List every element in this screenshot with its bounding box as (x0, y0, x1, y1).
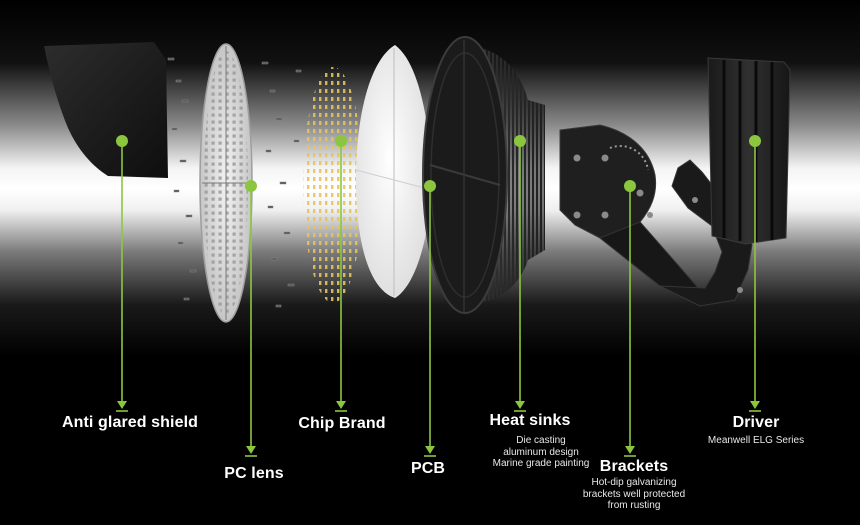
label-pc-lens: PC lens (224, 465, 284, 482)
callout-lines (116, 135, 761, 457)
driver-part (707, 57, 791, 245)
label-anti-glared-shield: Anti glared shield (61, 414, 199, 431)
pcb-part (355, 45, 433, 298)
label-pcb: PCB (410, 460, 446, 477)
pc-lens-part (199, 43, 253, 323)
callout-heat-sinks (514, 135, 526, 412)
label-heat-sinks: Heat sinks (489, 412, 571, 429)
driver-description: Meanwell ELG Series (708, 435, 804, 447)
brackets-line-2: brackets well protected (582, 488, 686, 500)
brackets-part (559, 124, 753, 307)
driver-line-1: Meanwell ELG Series (707, 435, 805, 446)
callout-driver (749, 135, 761, 412)
brackets-line-3: from rusting (607, 500, 661, 511)
heat-sinks-line-3: Marine grade painting (492, 458, 590, 469)
callout-pc-lens (245, 180, 257, 457)
callout-pcb (424, 180, 436, 457)
screw-particles (167, 57, 302, 308)
heat-sinks-line-2: aluminum design (503, 446, 579, 458)
label-driver: Driver (732, 414, 780, 431)
label-chip-brand: Chip Brand (298, 415, 386, 432)
callout-brackets (624, 180, 636, 457)
anti-glared-shield-part (44, 42, 168, 178)
led-chips-part (303, 67, 363, 303)
brackets-description: Hot-dip galvanizing brackets well protec… (583, 477, 685, 512)
heat-sinks-line-1: Die casting (516, 435, 566, 446)
brackets-line-1: Hot-dip galvanizing (591, 477, 677, 488)
label-brackets: Brackets (599, 458, 669, 475)
heat-sinks-part (422, 36, 545, 314)
callout-anti-glared-shield (116, 135, 128, 412)
heat-sinks-description: Die casting aluminum design Marine grade… (493, 435, 590, 470)
callout-chip-brand (335, 135, 347, 412)
